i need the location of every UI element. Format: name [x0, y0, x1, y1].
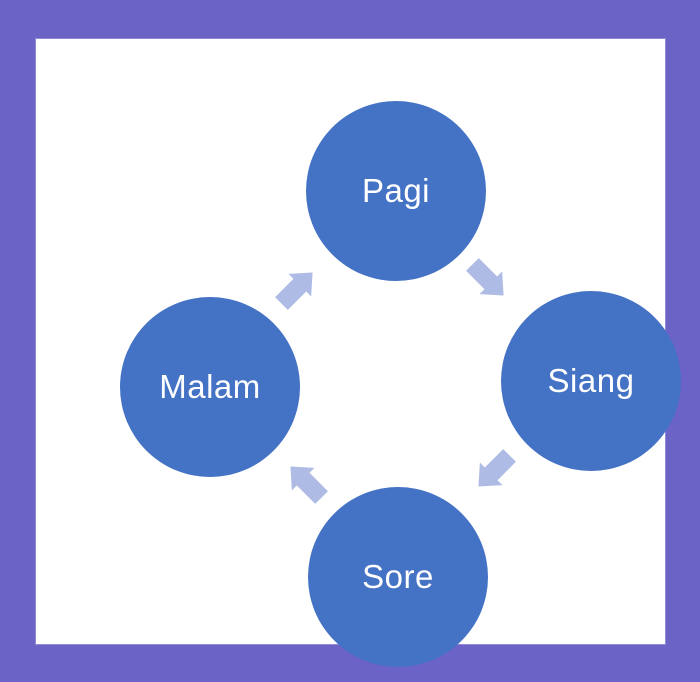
cycle-node-pagi: Pagi [306, 101, 486, 281]
cycle-node-malam: Malam [120, 297, 300, 477]
arrow-siang-to-sore-icon [460, 437, 528, 505]
arrow-pagi-to-siang-icon [454, 246, 522, 314]
diagram-canvas: Pagi Siang Sore Malam [36, 39, 681, 667]
arrow-malam-to-pagi-icon [263, 254, 331, 322]
node-label-sore: Sore [362, 558, 434, 595]
node-label-malam: Malam [159, 368, 261, 405]
arrow-sore-to-malam-icon [272, 448, 340, 516]
node-label-pagi: Pagi [361, 172, 431, 209]
node-label-siang: Siang [547, 362, 635, 399]
cycle-node-sore: Sore [308, 487, 488, 667]
cycle-node-siang: Siang [501, 291, 681, 471]
